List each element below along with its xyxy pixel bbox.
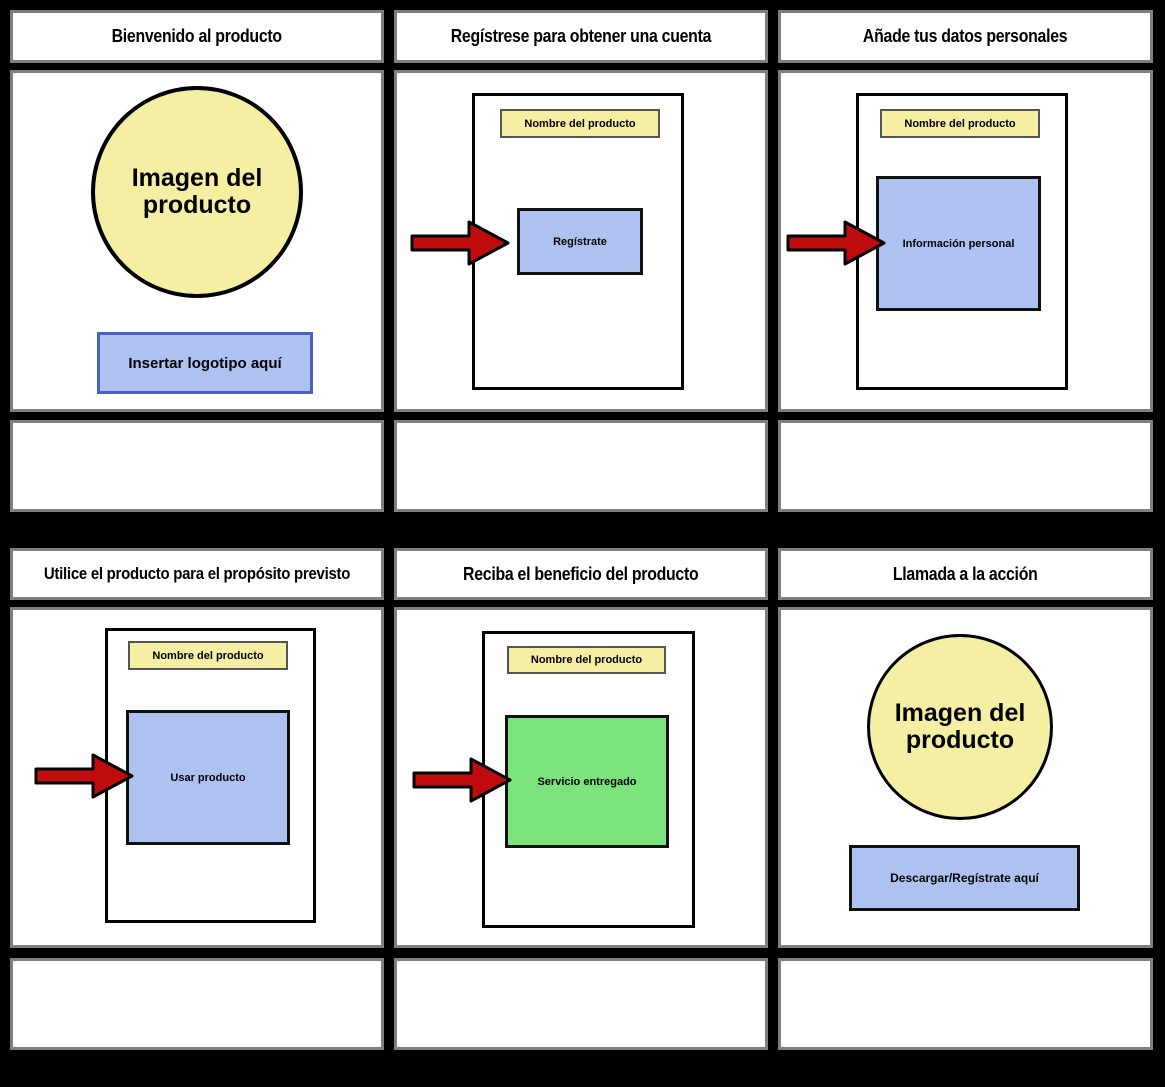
use-product-label: Usar producto (170, 771, 246, 784)
panel-3-title: Añade tus datos personales (863, 26, 1068, 46)
panel-6-title-box: Llamada a la acción (778, 548, 1153, 600)
panel-5-title-box: Reciba el beneficio del producto (394, 548, 768, 600)
panel-4-title-box: Utilice el producto para el propósito pr… (10, 548, 384, 600)
service-delivered-label: Servicio entregado (537, 775, 637, 788)
panel-4-title: Utilice el producto para el propósito pr… (43, 564, 351, 583)
product-image-circle: Imagen del producto (91, 86, 303, 298)
personal-info-label: Información personal (902, 237, 1015, 250)
panel-1-description-box (10, 420, 384, 512)
red-arrow-icon (34, 753, 134, 799)
panel-2-title: Regístrese para obtener una cuenta (450, 26, 712, 46)
product-image-circle: Imagen del producto (867, 634, 1053, 820)
panel-5-title: Reciba el beneficio del producto (463, 563, 699, 584)
panel-1-cell: Imagen del producto Insertar logotipo aq… (10, 70, 384, 412)
panel-4-cell: Nombre del producto Usar producto (10, 607, 384, 948)
personal-info-box: Información personal (876, 176, 1041, 311)
panel-2-title-box: Regístrese para obtener una cuenta (394, 10, 768, 63)
panel-2-description-box (394, 420, 768, 512)
panel-5-description-box (394, 958, 768, 1050)
product-name-bar: Nombre del producto (880, 109, 1040, 138)
red-arrow-icon (786, 220, 886, 266)
product-name-bar: Nombre del producto (500, 109, 660, 138)
panel-6-cell: Imagen del producto Descargar/Regístrate… (778, 607, 1153, 948)
register-button-box: Regístrate (517, 208, 643, 275)
use-product-box: Usar producto (126, 710, 290, 845)
logo-placeholder-label: Insertar logotipo aquí (128, 354, 282, 372)
cta-box: Descargar/Regístrate aquí (849, 845, 1080, 911)
panel-3-title-box: Añade tus datos personales (778, 10, 1153, 63)
register-button-label: Regístrate (553, 235, 607, 248)
product-image-label: Imagen del producto (894, 699, 1026, 754)
panel-3-cell: Nombre del producto Información personal (778, 70, 1153, 412)
logo-placeholder-box: Insertar logotipo aquí (97, 332, 313, 394)
panel-6-title: Llamada a la acción (893, 563, 1038, 584)
red-arrow-icon (410, 220, 510, 266)
product-name-bar: Nombre del producto (128, 641, 288, 670)
panel-4-description-box (10, 958, 384, 1050)
product-image-label: Imagen del producto (131, 164, 263, 219)
panel-3-description-box (778, 420, 1153, 512)
panel-2-cell: Nombre del producto Regístrate (394, 70, 768, 412)
product-name-label: Nombre del producto (904, 117, 1016, 130)
product-name-label: Nombre del producto (152, 649, 264, 662)
product-name-label: Nombre del producto (530, 654, 643, 666)
product-name-label: Nombre del producto (524, 117, 636, 130)
panel-1-title-box: Bienvenido al producto (10, 10, 384, 63)
service-delivered-box: Servicio entregado (505, 715, 669, 848)
panel-6-description-box (778, 958, 1153, 1050)
panel-1-title: Bienvenido al producto (111, 26, 283, 46)
product-name-bar: Nombre del producto (507, 646, 666, 674)
panel-5-cell: Nombre del producto Servicio entregado (394, 607, 768, 948)
red-arrow-icon (412, 757, 512, 803)
cta-label: Descargar/Regístrate aquí (890, 871, 1039, 885)
